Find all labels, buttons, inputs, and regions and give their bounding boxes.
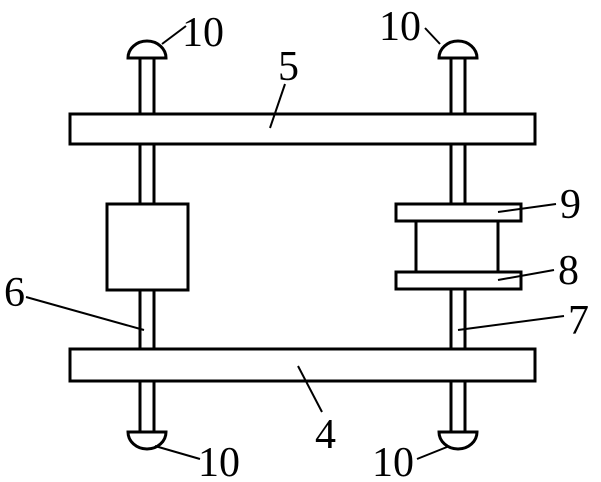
right-rod-lower-segment: [451, 380, 465, 432]
left-rod-lower-segment: [140, 380, 154, 432]
right-rod-upper-segment: [451, 58, 465, 116]
label-upper-flange: 9: [560, 182, 581, 228]
left-block: [107, 204, 188, 290]
cap-top-left: [128, 41, 166, 58]
left-rod-middle-upper-segment: [140, 142, 154, 204]
label-cap-bottom-right: 10: [372, 440, 414, 482]
leader-cap-top-right: [425, 28, 440, 44]
label-cap-bottom-left: 10: [198, 440, 240, 482]
left-rod-upper-segment: [140, 58, 154, 116]
cap-bottom-right: [439, 432, 477, 449]
right-rod-middle-upper-segment: [451, 142, 465, 204]
cap-bottom-left: [128, 432, 166, 449]
label-left-rod: 6: [4, 270, 25, 316]
lower-flange: [396, 272, 521, 289]
right-rod-middle-lower-segment: [451, 286, 465, 350]
left-rod-middle-lower-segment: [140, 290, 154, 350]
label-bottom-plate: 4: [315, 412, 336, 458]
cap-top-right: [439, 41, 477, 58]
leader-cap-bottom-left: [155, 446, 200, 459]
leader-left-rod: [26, 297, 144, 330]
label-cap-top-right: 10: [379, 4, 421, 50]
label-lower-flange: 8: [558, 248, 579, 294]
label-cap-top-left: 10: [182, 10, 224, 56]
label-right-rod: 7: [568, 298, 589, 344]
upper-flange: [396, 204, 521, 221]
label-top-plate: 5: [278, 44, 299, 90]
right-cylinder: [416, 219, 498, 273]
leader-cap-bottom-right: [417, 447, 447, 459]
leader-right-rod: [458, 316, 564, 330]
top-plate: [70, 114, 535, 144]
